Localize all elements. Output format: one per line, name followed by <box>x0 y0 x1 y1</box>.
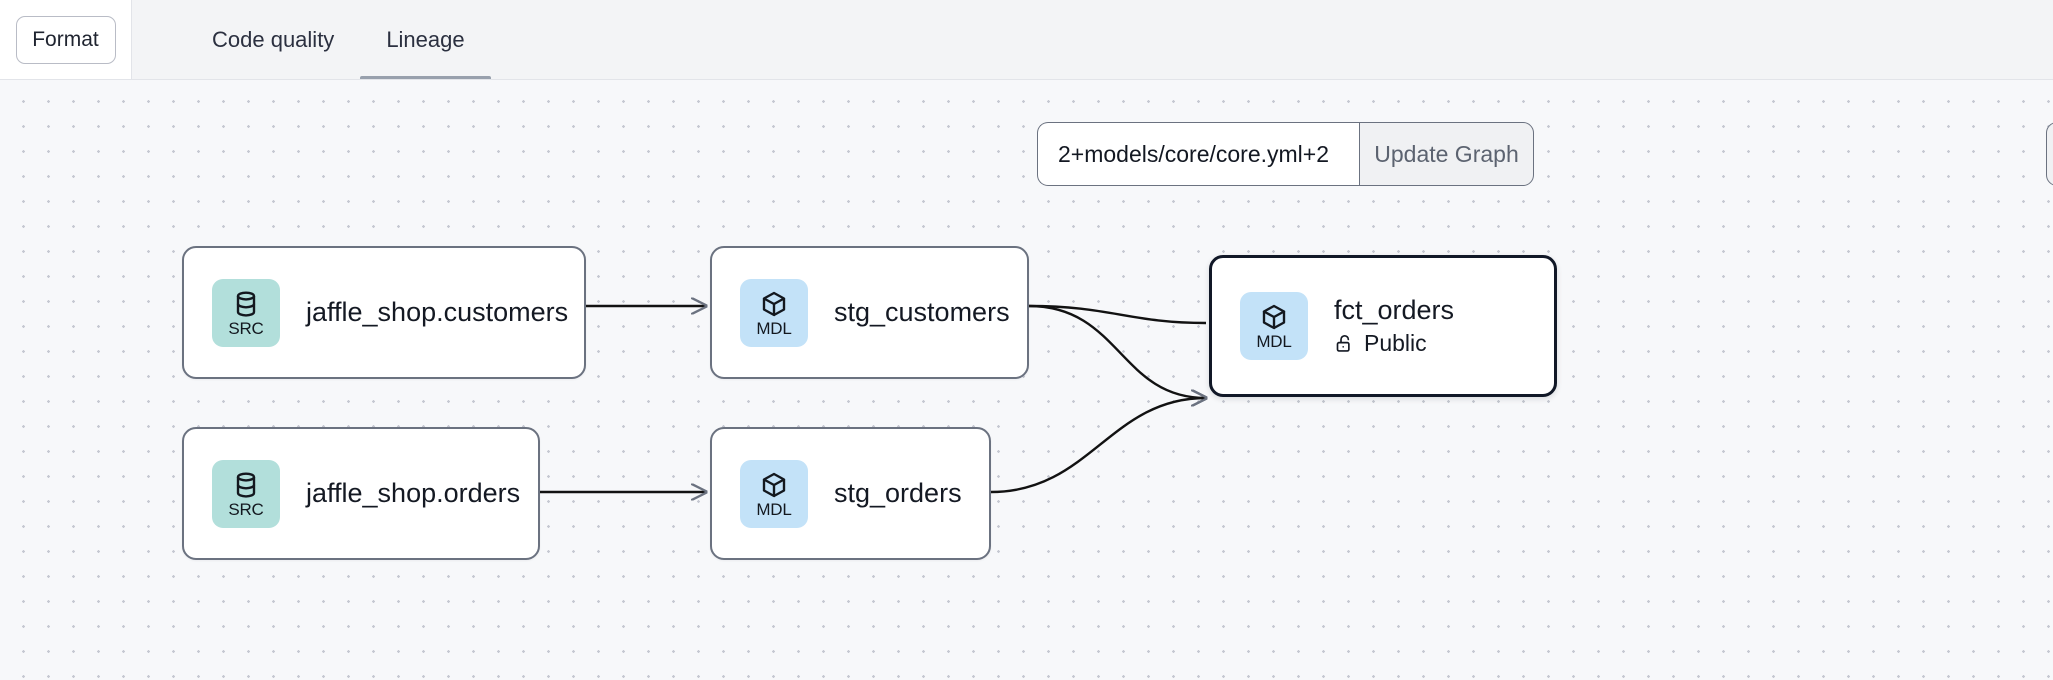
node-badge-src: SRC <box>212 278 280 347</box>
node-badge-mdl: MDL <box>1240 292 1308 360</box>
unlock-icon <box>1336 335 1350 352</box>
node-badge-mdl: MDL <box>740 459 808 528</box>
top-toolbar: Format Code quality Lineage <box>0 0 2053 80</box>
node-title: stg_orders <box>834 477 962 508</box>
lineage-node-fct-orders[interactable]: MDL fct_orders Public <box>1209 255 1557 397</box>
node-access: Public <box>1334 330 1454 357</box>
lineage-node-jaffle-shop-orders[interactable]: SRC jaffle_shop.orders <box>182 427 540 560</box>
update-graph-button[interactable]: Update Graph <box>1359 122 1534 186</box>
node-badge-label: SRC <box>228 499 264 519</box>
edge-stg-customers-to-fct-orders <box>1028 304 1207 325</box>
tab-code-quality-label: Code quality <box>212 27 335 52</box>
node-title: stg_customers <box>834 296 1010 327</box>
database-icon <box>236 290 256 317</box>
tab-lineage[interactable]: Lineage <box>360 0 491 80</box>
toolbar-divider <box>0 79 2053 80</box>
cube-icon <box>1262 304 1286 330</box>
graph-extra-control[interactable] <box>2046 122 2053 186</box>
cube-icon <box>762 472 786 497</box>
node-badge-label: MDL <box>756 499 792 519</box>
node-title: jaffle_shop.orders <box>306 477 521 508</box>
tab-code-quality[interactable]: Code quality <box>186 0 360 80</box>
format-button-container: Format <box>0 0 132 80</box>
node-body: stg_orders <box>834 478 962 509</box>
graph-selector-input[interactable] <box>1037 122 1359 186</box>
node-body: jaffle_shop.customers <box>306 297 568 328</box>
node-badge-label: MDL <box>756 318 792 338</box>
database-icon <box>236 471 256 498</box>
lineage-edges <box>540 80 2053 680</box>
node-badge-label: SRC <box>228 318 264 338</box>
node-body: fct_orders Public <box>1334 295 1454 357</box>
node-title: fct_orders <box>1334 294 1455 325</box>
cube-icon <box>762 291 786 316</box>
node-body: stg_customers <box>834 297 1010 328</box>
node-badge-label: MDL <box>1256 332 1292 351</box>
edge-stg-customers-to-fct-orders-curve <box>1028 304 1206 398</box>
format-button[interactable]: Format <box>15 16 116 64</box>
graph-controls: Update Graph <box>1037 122 1534 186</box>
node-title: jaffle_shop.customers <box>306 296 569 327</box>
tab-bar: Code quality Lineage <box>132 0 491 80</box>
node-badge-mdl: MDL <box>740 278 808 347</box>
lineage-node-jaffle-shop-customers[interactable]: SRC jaffle_shop.customers <box>182 246 586 379</box>
edge-stg-orders-to-fct-orders <box>990 398 1206 494</box>
node-access-label: Public <box>1364 330 1427 357</box>
lineage-node-stg-customers[interactable]: MDL stg_customers <box>710 246 1029 379</box>
tab-lineage-label: Lineage <box>386 27 465 52</box>
node-badge-src: SRC <box>212 459 280 528</box>
lineage-canvas[interactable]: SRC jaffle_shop.customers SRC jaffle_sho… <box>0 80 2053 680</box>
lineage-node-stg-orders[interactable]: MDL stg_orders <box>710 427 991 560</box>
node-body: jaffle_shop.orders <box>306 478 520 509</box>
